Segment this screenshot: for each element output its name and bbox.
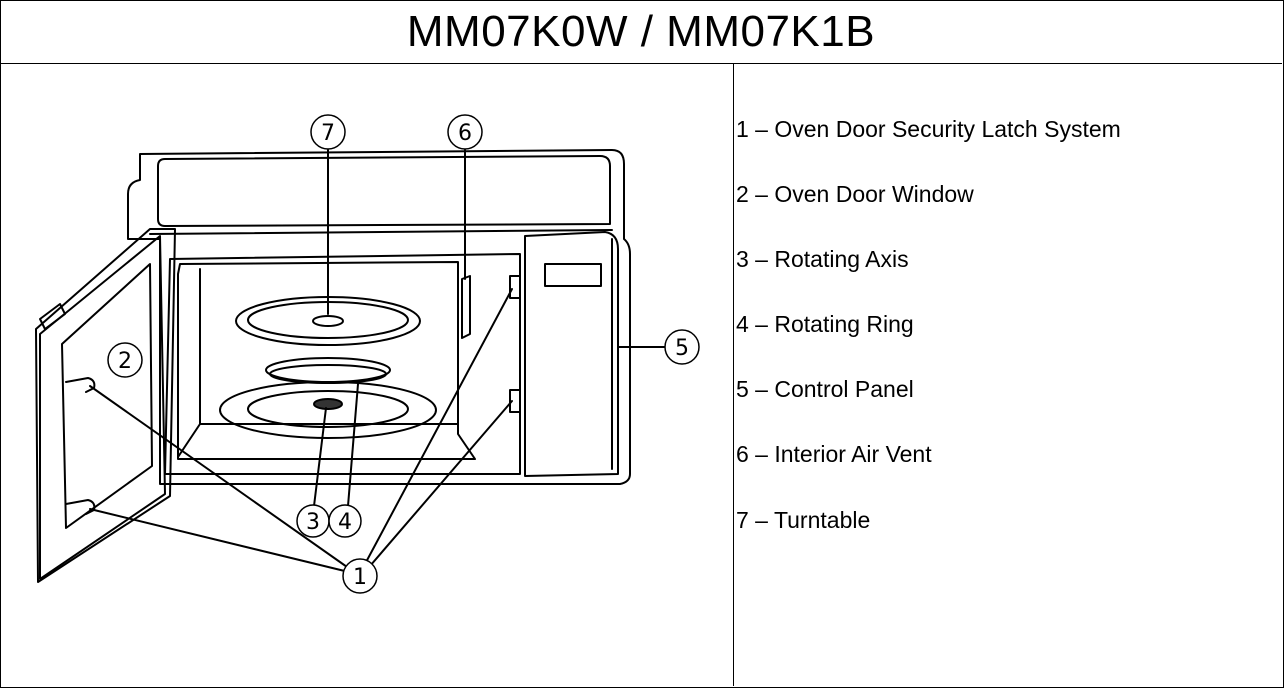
- leader-1c: [364, 288, 513, 565]
- microwave-diagram: 7 6 5 3 4 1 2: [0, 64, 733, 686]
- callout-4: [328, 504, 362, 538]
- callout-2-label: 2: [118, 349, 132, 374]
- leader-3: [313, 407, 327, 507]
- rotating-axis: [313, 398, 343, 410]
- oven-door: [39, 235, 166, 580]
- callout-7: [310, 114, 346, 150]
- legend-item-6: 6 – Interior Air Vent: [736, 441, 932, 467]
- legend-item-3: 3 – Rotating Axis: [736, 246, 909, 272]
- callout-5-label: 5: [675, 336, 689, 361]
- turntable-base-inner: [247, 390, 409, 428]
- turntable-base: [219, 381, 437, 439]
- legend-item-1: 1 – Oven Door Security Latch System: [736, 116, 1121, 142]
- legend-item-4: 4 – Rotating Ring: [736, 311, 914, 337]
- callout-2: [107, 342, 143, 378]
- turntable-center: [312, 315, 344, 327]
- microwave-illustration: 7 6 5 3 4 1 2: [35, 114, 700, 594]
- title-row: MM07K0W / MM07K1B: [0, 0, 1282, 64]
- leader-1b: [89, 508, 358, 575]
- top-recess: [157, 155, 611, 227]
- top-edge-line: [149, 229, 613, 235]
- interior-air-vent: [461, 275, 471, 339]
- legend-item-7: 7 – Turntable: [736, 507, 871, 533]
- control-panel-display: [544, 263, 602, 287]
- callout-1: [342, 558, 378, 594]
- oven-body-outline: [127, 149, 631, 485]
- leader-1a: [89, 385, 358, 575]
- legend-item-2: 2 – Oven Door Window: [736, 181, 974, 207]
- control-panel: [524, 231, 619, 477]
- oven-door-top-trim: [39, 303, 66, 330]
- legend-item-5: 5 – Control Panel: [736, 376, 914, 402]
- rotating-ring: [265, 357, 391, 383]
- callout-1-label: 1: [353, 565, 367, 590]
- cavity-floor-left: [177, 423, 201, 458]
- callout-6: [447, 114, 483, 150]
- column-divider: [733, 64, 734, 686]
- page-title: MM07K0W / MM07K1B: [406, 6, 876, 56]
- leader-4: [347, 383, 359, 507]
- oven-cavity: [164, 253, 521, 475]
- oven-door-outer-edge: [35, 228, 176, 583]
- leader-1d: [369, 400, 513, 567]
- door-hook-lower: [65, 499, 96, 515]
- oven-door-window: [61, 263, 153, 529]
- callout-5: [664, 329, 700, 365]
- callout-6-label: 6: [458, 121, 472, 146]
- callout-7-label: 7: [321, 121, 335, 146]
- cavity-inner: [177, 261, 476, 460]
- rotating-ring-inner: [269, 364, 387, 384]
- callout-3-label: 3: [306, 510, 320, 535]
- latch-slot-lower: [509, 389, 521, 413]
- door-hook-upper: [65, 377, 96, 393]
- callout-4-label: 4: [338, 510, 352, 535]
- latch-slot-upper: [509, 275, 521, 299]
